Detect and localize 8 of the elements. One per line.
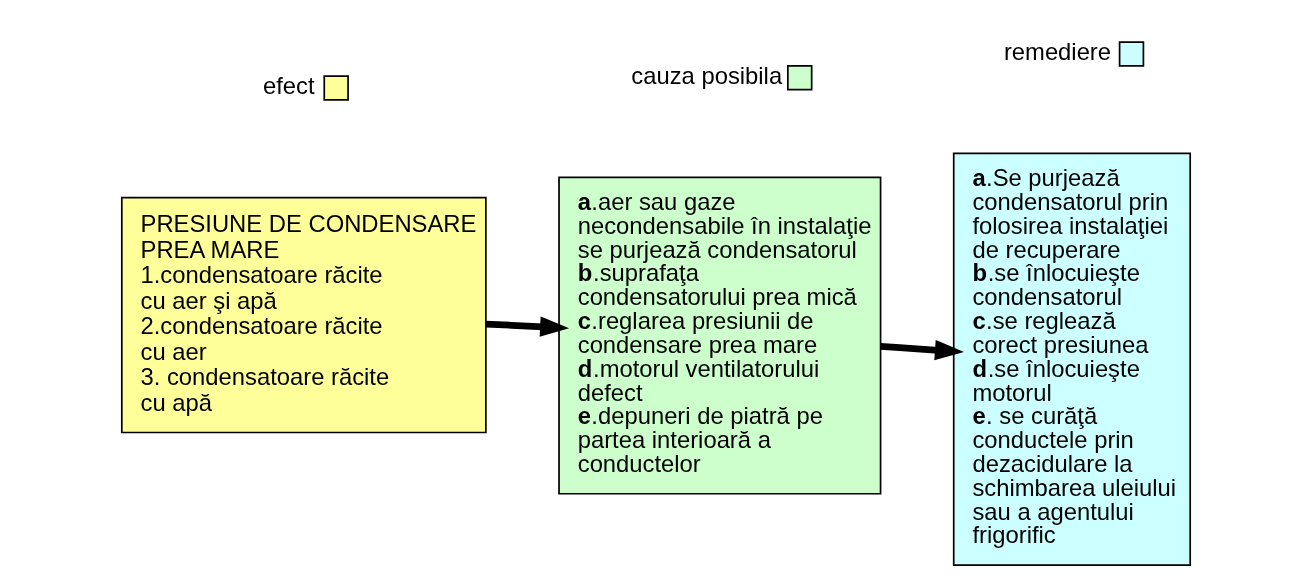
node-box: a.aer sau gaze necondensabile în instalaţie se purjează condensatorul b.suprafaţa condensatorului prea mică c.reglarea presiunii de condensare prea mare d.motorul ventilatorului defect e.depuneri de piatră pe partea interioară a conductelor	[558, 176, 882, 495]
node-box: PRESIUNE DE CONDENSARE PREA MARE 1.condensatoare răcite cu aer şi apă 2.condensatoare răcite cu aer 3. condensatoare răcite cu apă	[120, 196, 487, 434]
arrow	[880, 339, 964, 361]
arrow	[485, 316, 570, 337]
node-box: a.Se purjează condensatorul prin folosirea instalaţiei de recuperare b.se înlocuieşte condensatorul c.se reglează corect presiunea d.se înlocuieşte motorul e. se curăţă conductele prin dezacidulare la schimbarea uleiului sau a agentului frigorific	[952, 152, 1192, 567]
legend-label: cauza posibila	[631, 62, 783, 90]
legend-label: efect	[263, 72, 315, 100]
legend-label: remediere	[1003, 38, 1112, 66]
